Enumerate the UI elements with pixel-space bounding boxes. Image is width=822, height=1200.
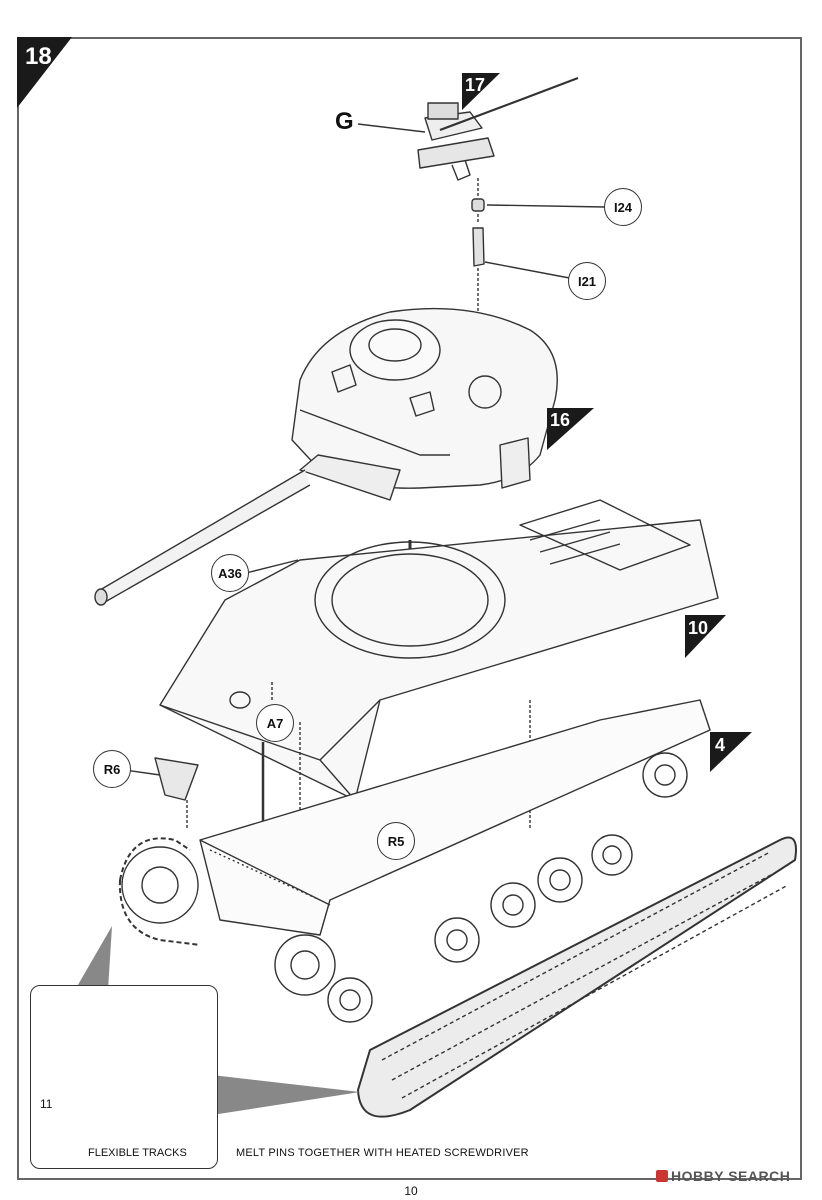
flexible-tracks-inset bbox=[30, 985, 218, 1169]
hobby-search-logo-icon bbox=[656, 1170, 668, 1182]
page-number: 10 bbox=[404, 1184, 418, 1198]
callout-r5: R5 bbox=[377, 822, 415, 860]
track-illustration bbox=[118, 836, 797, 1118]
road-wheels-illustration bbox=[121, 752, 688, 1023]
ref-step-17: 17 bbox=[465, 75, 486, 95]
inset-part-number: 11 bbox=[40, 1097, 53, 1111]
ref-step-16: 16 bbox=[550, 410, 571, 430]
watermark-text: HOBBY SEARCH bbox=[671, 1168, 791, 1184]
assembly-note: MELT PINS TOGETHER WITH HEATED SCREWDRIV… bbox=[236, 1147, 529, 1159]
callout-i21: I21 bbox=[568, 262, 606, 300]
part-letter-g: G bbox=[335, 108, 354, 135]
inset-label: FLEXIBLE TRACKS bbox=[88, 1147, 187, 1159]
callout-i24: I24 bbox=[604, 188, 642, 226]
callout-a7: A7 bbox=[256, 704, 294, 742]
callout-r6: R6 bbox=[93, 750, 131, 788]
ref-step-10: 10 bbox=[688, 618, 709, 638]
step-number: 18 bbox=[25, 43, 52, 70]
ref-step-4: 4 bbox=[715, 735, 726, 755]
turret-illustration bbox=[291, 307, 558, 501]
watermark: HOBBY SEARCH bbox=[656, 1168, 790, 1184]
callout-a36: A36 bbox=[211, 554, 249, 592]
machine-gun-illustration bbox=[417, 76, 579, 181]
lower-hull-illustration bbox=[199, 699, 711, 936]
